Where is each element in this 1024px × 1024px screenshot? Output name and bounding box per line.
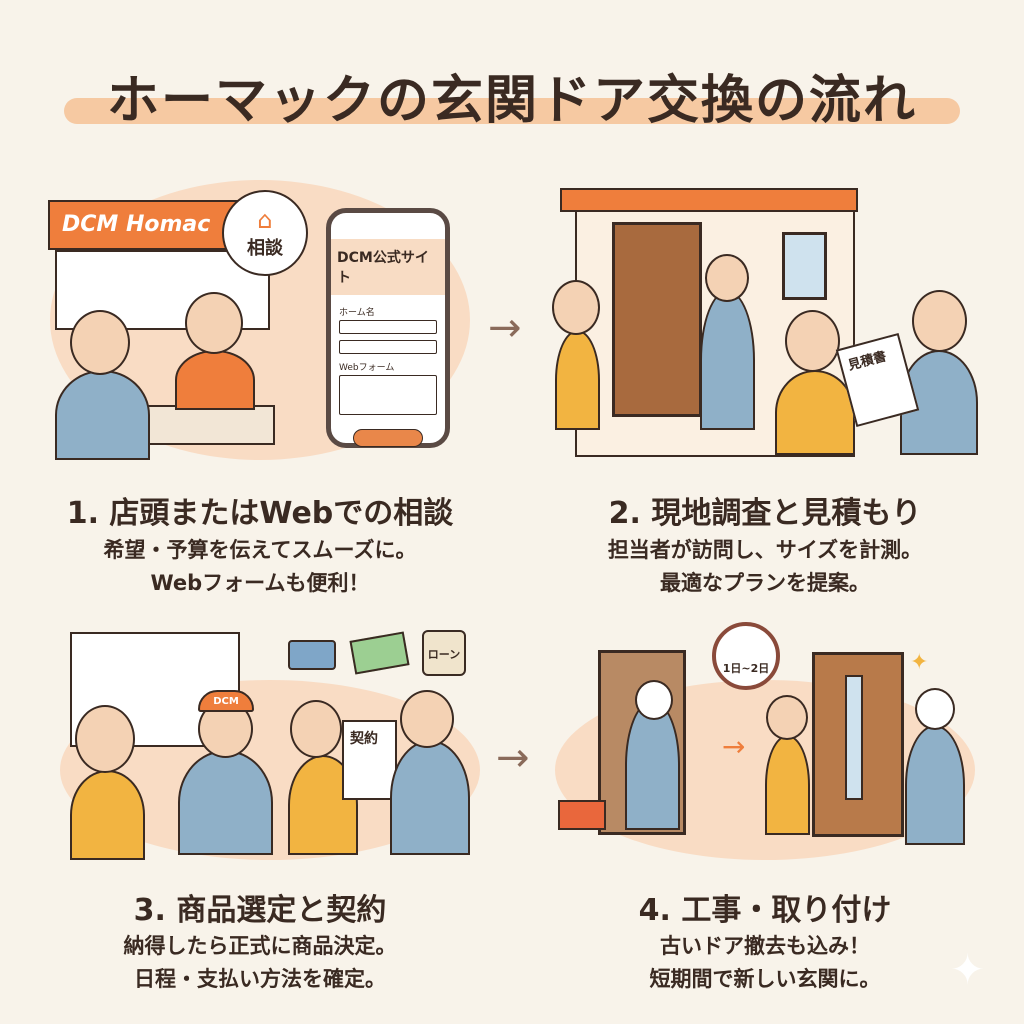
bubble-text: 相談 xyxy=(247,238,283,259)
estimator-head xyxy=(912,290,967,352)
staff-head xyxy=(185,292,243,354)
homeowner xyxy=(555,330,600,430)
customer-woman-head xyxy=(785,310,840,372)
step4-line2: 短期間で新しい玄関に。 xyxy=(649,967,881,991)
sparkle-icon: ✦ xyxy=(910,650,929,675)
step2-title: 2. 現地調査と見積もり xyxy=(608,496,922,531)
installer-thumbs-up xyxy=(905,725,965,845)
arrow-right-icon: → xyxy=(722,730,746,763)
installer-helmet xyxy=(915,688,955,730)
submit-button[interactable] xyxy=(353,429,423,447)
step1-title: 1. 店頭またはWebでの相談 xyxy=(66,496,454,531)
contract-staff xyxy=(390,740,470,855)
cash-icon xyxy=(349,631,410,675)
contract-staff-head xyxy=(400,690,454,748)
happy-customer xyxy=(765,735,810,835)
new-door xyxy=(812,652,904,837)
step2-line1: 担当者が訪問し、サイズを計測。 xyxy=(607,538,923,562)
homeowner-head xyxy=(552,280,600,335)
customer-pointing-head xyxy=(75,705,135,773)
loan-can: ローン xyxy=(422,630,466,676)
old-door xyxy=(612,222,702,417)
customer-head xyxy=(70,310,130,375)
phone: DCM公式サイト ホーム名 Webフォーム xyxy=(326,208,450,448)
customer-woman xyxy=(775,370,855,455)
step3-line1: 納得したら正式に商品決定。 xyxy=(123,934,397,958)
house-roof xyxy=(560,188,858,212)
step4-title: 4. 工事・取り付け xyxy=(638,893,892,928)
arrow-right-icon: → xyxy=(496,735,530,781)
field2-input[interactable] xyxy=(339,340,437,354)
sparkle-icon: ✦ xyxy=(950,945,986,994)
happy-customer-head xyxy=(766,695,808,740)
step1-line1: 希望・予算を伝えてスムーズに。 xyxy=(103,538,417,562)
installer-helmet xyxy=(635,680,673,720)
house-icon: ⌂ xyxy=(257,206,273,234)
toolbox-icon xyxy=(558,800,606,830)
contract-customer-head xyxy=(290,700,342,758)
field2-label: Webフォーム xyxy=(339,363,395,373)
cap-logo: DCM xyxy=(198,690,254,712)
field1-label: ホーム名 xyxy=(339,308,375,318)
phone-site-title: DCM公式サイト xyxy=(331,239,445,295)
step1-line2: Webフォームも便利！ xyxy=(150,571,370,595)
store-counter xyxy=(130,405,275,445)
step3-line2: 日程・支払い方法を確定。 xyxy=(134,967,386,991)
credit-card-icon xyxy=(288,640,336,670)
surveyor xyxy=(700,290,755,430)
customer-pointing xyxy=(70,770,145,860)
sales-staff xyxy=(178,750,273,855)
step2-line2: 最適なプランを提案。 xyxy=(660,571,870,595)
message-textarea[interactable] xyxy=(339,375,437,415)
arrow-right-icon: → xyxy=(488,305,522,351)
contract-document: 契約 xyxy=(342,720,397,800)
step4-line1: 古いドア撤去も込み！ xyxy=(660,934,870,958)
title-highlight xyxy=(64,98,960,124)
clock-icon: 1日~2日 xyxy=(712,622,780,690)
staff xyxy=(175,350,255,410)
step3-title: 3. 商品選定と契約 xyxy=(133,893,387,928)
field1-input[interactable] xyxy=(339,320,437,334)
house-window xyxy=(782,232,827,300)
page-title: ホーマックの玄関ドア交換の流れ xyxy=(106,71,917,131)
surveyor-head xyxy=(705,254,749,302)
consult-bubble: ⌂ 相談 xyxy=(222,190,308,276)
installer xyxy=(625,700,680,830)
customer xyxy=(55,370,150,460)
